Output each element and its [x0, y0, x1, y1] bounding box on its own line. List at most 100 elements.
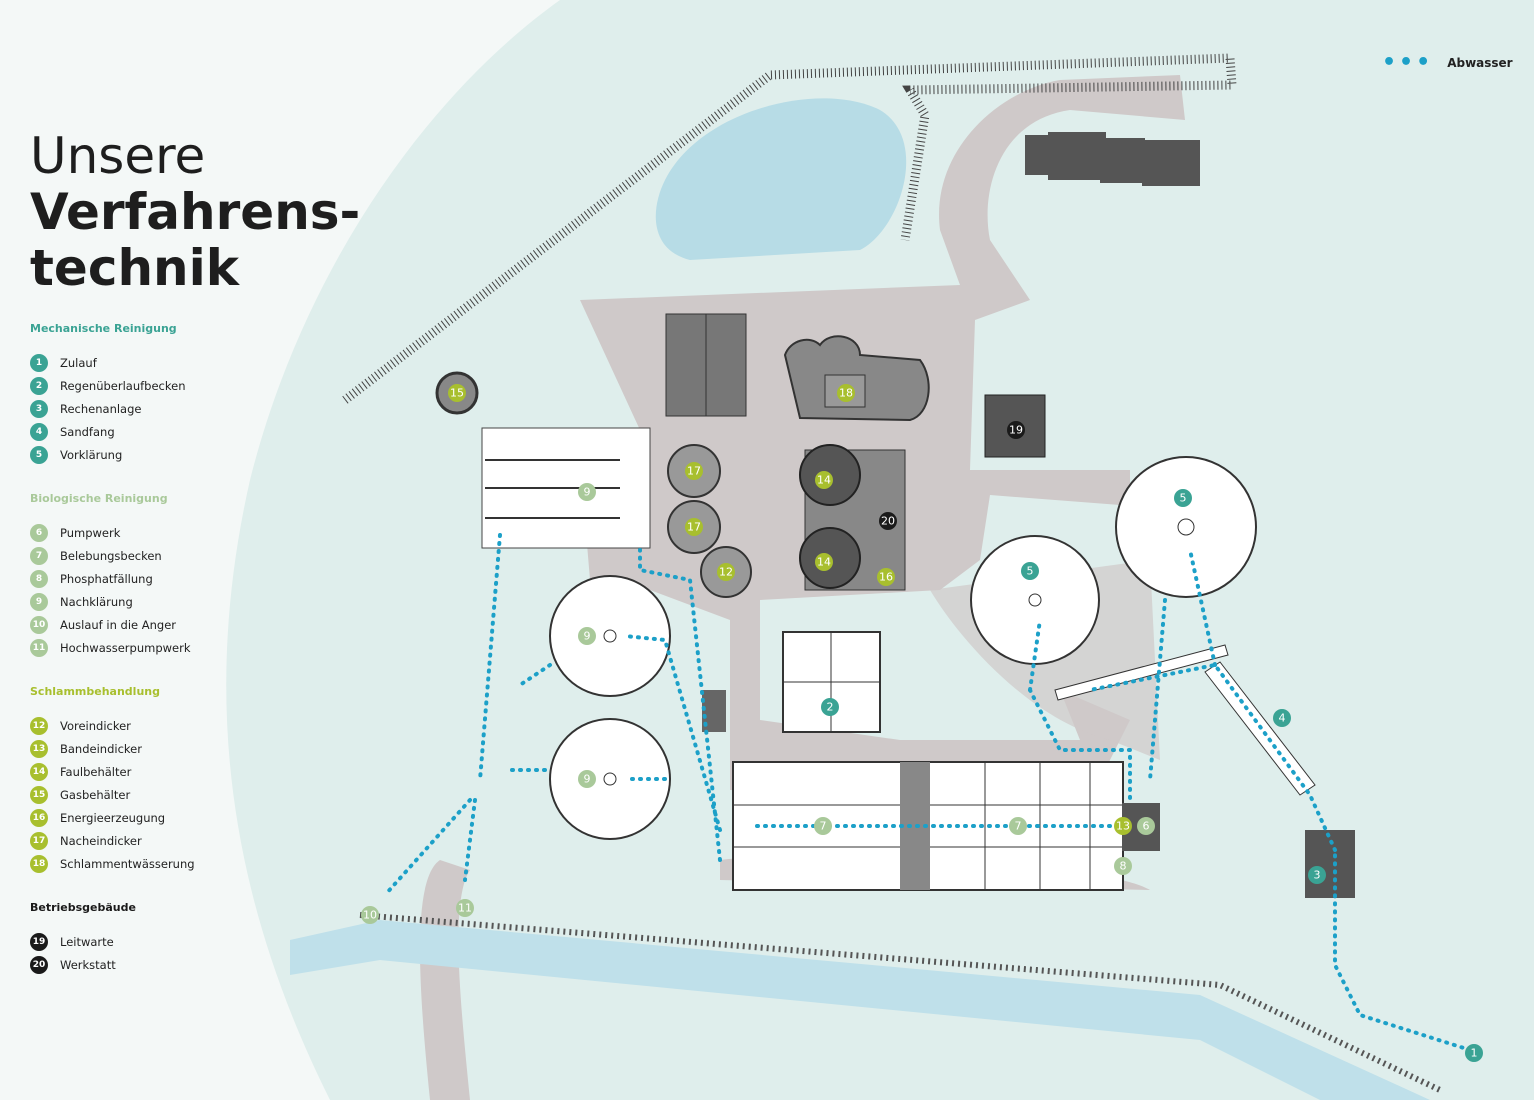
legend-item-label: Energieerzeugung: [60, 810, 166, 825]
svg-text:20: 20: [881, 515, 895, 528]
legend-number-badge: 11: [30, 638, 48, 657]
legend-item-label: Rechenanlage: [60, 401, 142, 416]
pond: [655, 98, 907, 260]
marker-faulbehaelter[interactable]: 14: [815, 471, 833, 489]
legend-number-badge: 7: [30, 546, 48, 565]
marker-nacheindicker[interactable]: 17: [685, 462, 703, 480]
legend-item-label: Belebungsbecken: [60, 548, 162, 563]
title-line-3: technik: [30, 239, 240, 297]
river: [290, 920, 1430, 1100]
flow-legend-label: Abwasser: [1447, 56, 1513, 70]
legend-item-label: Sandfang: [60, 424, 115, 439]
legend-item: 3 Rechenanlage: [30, 397, 270, 420]
legend-item-label: Leitwarte: [60, 934, 114, 949]
clarifiers: [549, 456, 1257, 840]
svg-text:9: 9: [584, 773, 591, 786]
svg-text:5: 5: [1027, 565, 1034, 578]
marker-werkstatt[interactable]: 20: [879, 512, 897, 530]
marker-energieerzeugung[interactable]: 16: [877, 568, 895, 586]
svg-text:13: 13: [1116, 820, 1130, 833]
marker-auslauf[interactable]: 10: [361, 906, 379, 924]
svg-text:17: 17: [687, 465, 701, 478]
legend-item-label: Bandeindicker: [60, 741, 142, 756]
marker-nachklaerung[interactable]: 9: [578, 770, 596, 788]
legend-number-badge: 3: [30, 399, 48, 418]
legend-item-label: Nachklärung: [60, 594, 133, 609]
marker-gasbehaelter[interactable]: 15: [448, 384, 466, 402]
screen-building: [1305, 830, 1355, 898]
marker-voreindicker[interactable]: 12: [717, 563, 735, 581]
marker-vorklaerung[interactable]: 5: [1021, 562, 1039, 580]
svg-text:18: 18: [839, 387, 853, 400]
marker-bandeindicker[interactable]: 13: [1114, 817, 1132, 835]
legend-number-badge: 18: [30, 854, 48, 873]
legend-number-badge: 10: [30, 615, 48, 634]
svg-text:4: 4: [1279, 712, 1286, 725]
legend-item-label: Regenüberlaufbecken: [60, 378, 186, 393]
svg-text:7: 7: [820, 820, 827, 833]
marker-vorklaerung[interactable]: 5: [1174, 489, 1192, 507]
page-title: Unsere Verfahrens- technik: [30, 128, 360, 296]
legend-item-label: Voreindicker: [60, 718, 131, 733]
legend-item: 9 Nachklärung: [30, 590, 270, 613]
svg-text:14: 14: [817, 474, 831, 487]
marker-belebungsbecken[interactable]: 7: [814, 817, 832, 835]
legend-item: 11 Hochwasserpumpwerk: [30, 636, 270, 659]
marker-schlammentwaesserung[interactable]: 18: [837, 384, 855, 402]
wastewater-flow: [383, 533, 1472, 1052]
marker-belebungsbecken[interactable]: 7: [1009, 817, 1027, 835]
legend-item-label: Hochwasserpumpwerk: [60, 640, 191, 655]
legend-item-label: Auslauf in die Anger: [60, 617, 177, 632]
legend-item: 10 Auslauf in die Anger: [30, 613, 270, 636]
dotted-line-icon: •••: [1382, 50, 1434, 75]
marker-leitwarte[interactable]: 19: [1007, 421, 1025, 439]
legend-group-buildings: Betriebsgebäude 19 Leitwarte 20 Werkstatt: [30, 901, 270, 976]
legend-number-badge: 8: [30, 569, 48, 588]
legend-number-badge: 19: [30, 932, 48, 951]
marker-regenueberlaufbecken[interactable]: 2: [821, 698, 839, 716]
marker-sandfang[interactable]: 4: [1273, 709, 1291, 727]
legend-number-badge: 2: [30, 376, 48, 395]
legend-item: 20 Werkstatt: [30, 953, 270, 976]
marker-pumpwerk[interactable]: 6: [1137, 817, 1155, 835]
svg-text:17: 17: [687, 521, 701, 534]
legend-heading: Biologische Reinigung: [30, 492, 168, 505]
marker-nachklaerung[interactable]: 9: [578, 483, 596, 501]
svg-text:2: 2: [827, 701, 834, 714]
legend-item: 2 Regenüberlaufbecken: [30, 374, 270, 397]
marker-nacheindicker[interactable]: 17: [685, 518, 703, 536]
legend-heading: Betriebsgebäude: [30, 901, 136, 914]
marker-hochwasserpumpwerk[interactable]: 11: [456, 899, 474, 917]
legend-item: 19 Leitwarte: [30, 930, 270, 953]
legend-item-label: Schlammentwässerung: [60, 856, 195, 871]
legend-item-label: Werkstatt: [60, 957, 116, 972]
marker-rechenanlage[interactable]: 3: [1308, 866, 1326, 884]
legend-heading: Mechanische Reinigung: [30, 322, 177, 335]
legend-item-label: Gasbehälter: [60, 787, 131, 802]
svg-text:8: 8: [1120, 860, 1127, 873]
marker-phosphatfaellung[interactable]: 8: [1114, 857, 1132, 875]
legend-number-badge: 20: [30, 955, 48, 974]
marker-zulauf[interactable]: 1: [1465, 1044, 1483, 1062]
svg-text:15: 15: [450, 387, 464, 400]
svg-text:3: 3: [1314, 869, 1321, 882]
legend-number-badge: 1: [30, 353, 48, 372]
marker-nachklaerung[interactable]: 9: [578, 627, 596, 645]
title-line-1: Unsere: [30, 127, 206, 185]
svg-text:6: 6: [1143, 820, 1150, 833]
svg-text:9: 9: [584, 486, 591, 499]
legend-number-badge: 9: [30, 592, 48, 611]
marker-faulbehaelter[interactable]: 14: [815, 553, 833, 571]
